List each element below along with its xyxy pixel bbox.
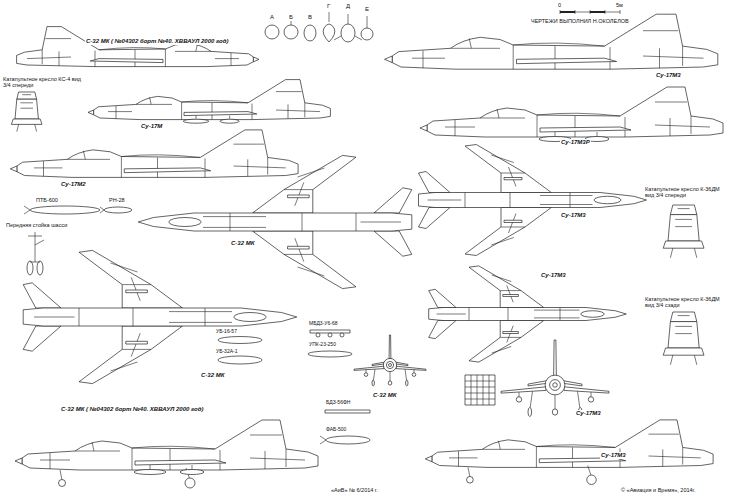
drawing-label: Г: [326, 3, 331, 10]
drawing-label: С-32 МК ( №04302 борт №40. ХВВАУЛ 2000 г…: [85, 38, 229, 45]
drawing-label: Су-17М3: [560, 212, 587, 219]
drawing-label: Катапультное кресло К-36ДМ вид 3/4 сзади: [644, 296, 731, 308]
drawing-label: Е: [364, 6, 370, 13]
drawing-label: С-32 МК: [230, 240, 255, 247]
drawing-label: РН-28: [108, 197, 126, 203]
drawing-label: Су-17М3: [575, 410, 602, 417]
drawing-label: Су-17М3: [540, 272, 567, 279]
drawing-label: ПТБ-600: [35, 197, 59, 203]
drawing-label: ФАБ-500: [325, 427, 347, 433]
drawing-label: УПК-23-250: [308, 342, 337, 348]
drawing-label: Су-17М3: [655, 72, 682, 79]
drawing-label: 5м: [615, 2, 624, 8]
drawing-label: ЧЕРТЕЖИ ВЫПОЛНИЛ Н.ОКОЛЕЛОВ: [530, 18, 630, 24]
drawing-label: Передняя стойка шасси: [5, 222, 68, 228]
drawing-label: УБ-32А-1: [215, 349, 238, 355]
drawing-label: БДЗ-56ФН: [325, 400, 351, 406]
drawing-label: Катапультное кресло К-36ДМ вид 3/4 спере…: [644, 186, 731, 198]
drawing-label: © «Авиация и Время», 2014г.: [620, 487, 696, 493]
drawing-label: Б: [288, 14, 294, 21]
drawing-label: С-32 МК: [200, 372, 225, 379]
drawing-label: Д: [345, 3, 351, 10]
drawing-label: 0: [557, 2, 562, 8]
drawing-label: Катапультное кресло КС-4 вид 3/4 спереди: [2, 76, 82, 88]
drawing-label: С-32 МК ( №04302 борт №40. ХВВАУЛ 2000 г…: [60, 406, 204, 413]
drawing-label: Су-17М3: [600, 452, 627, 459]
drawing-label: «АиВ» № 6/2014 г.: [330, 487, 379, 493]
drawing-label: Су-17М2: [60, 181, 87, 188]
drawing-label: УБ-16-57: [215, 329, 238, 335]
drawing-label: С-32 МК: [372, 392, 397, 399]
drawing-label: Су-17М: [140, 123, 163, 130]
drawing-label: МБД3-У6-68: [308, 321, 338, 327]
drawing-label: В: [307, 14, 313, 21]
drawing-label: Су-17М3Р: [560, 139, 591, 146]
drawing-label: А: [269, 14, 275, 21]
